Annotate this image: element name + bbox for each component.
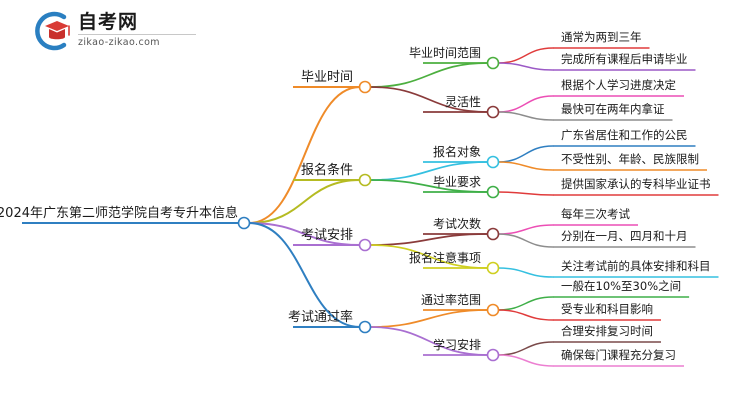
graduation-cap-icon (35, 11, 70, 51)
subbranch-label-1-0: 报名对象 (432, 145, 481, 159)
leaf-label-3-0-0: 一般在10%至30%之间 (561, 279, 682, 293)
logo-title: 自考网 (78, 11, 139, 33)
leaf-label-3-0-1: 受专业和科目影响 (561, 302, 653, 316)
logo-url: zikao-zikao.com (78, 37, 160, 48)
leaf-label-0-1-1: 最快可在两年内拿证 (561, 102, 665, 116)
leaf-label-1-1-0: 提供国家承认的专科毕业证书 (561, 177, 711, 191)
subbranch-label-2-0: 考试次数 (432, 217, 481, 231)
leaf-label-1-0-1: 不受性别、年龄、民族限制 (561, 152, 699, 166)
site-logo: 自考网 zikao-zikao.com (30, 8, 200, 54)
subbranch-label-3-0: 通过率范围 (420, 293, 481, 307)
subbranch-label-2-1: 报名注意事项 (408, 251, 481, 265)
branch-label-0: 毕业时间 (300, 70, 353, 85)
subbranch-label-1-1: 毕业要求 (432, 175, 481, 189)
leaf-label-3-1-0: 合理安排复习时间 (561, 324, 653, 338)
branch-label-2: 考试安排 (300, 228, 353, 243)
leaf-label-0-0-0: 通常为两到三年 (561, 30, 642, 44)
leaf-label-1-0-0: 广东省居住和工作的公民 (561, 128, 688, 142)
logo-divider (78, 34, 196, 35)
leaf-label-2-0-0: 每年三次考试 (561, 207, 630, 221)
root-node-label: 2024年广东第二师范学院自考专升本信息 (0, 206, 238, 221)
branch-label-1: 报名条件 (300, 163, 353, 178)
leaf-label-3-1-1: 确保每门课程充分复习 (561, 348, 676, 362)
subbranch-label-0-1: 灵活性 (444, 95, 481, 109)
subbranch-label-3-1: 学习安排 (432, 338, 481, 352)
leaf-label-0-0-1: 完成所有课程后申请毕业 (561, 52, 688, 66)
leaf-label-2-1-0: 关注考试前的具体安排和科目 (561, 259, 711, 273)
leaf-label-2-0-1: 分别在一月、四月和十月 (561, 229, 688, 243)
subbranch-label-0-0: 毕业时间范围 (408, 46, 481, 60)
branch-label-3: 考试通过率 (287, 310, 353, 325)
logo-text: 自考网 zikao-zikao.com (78, 11, 196, 49)
leaf-label-0-1-0: 根据个人学习进度决定 (561, 78, 676, 92)
